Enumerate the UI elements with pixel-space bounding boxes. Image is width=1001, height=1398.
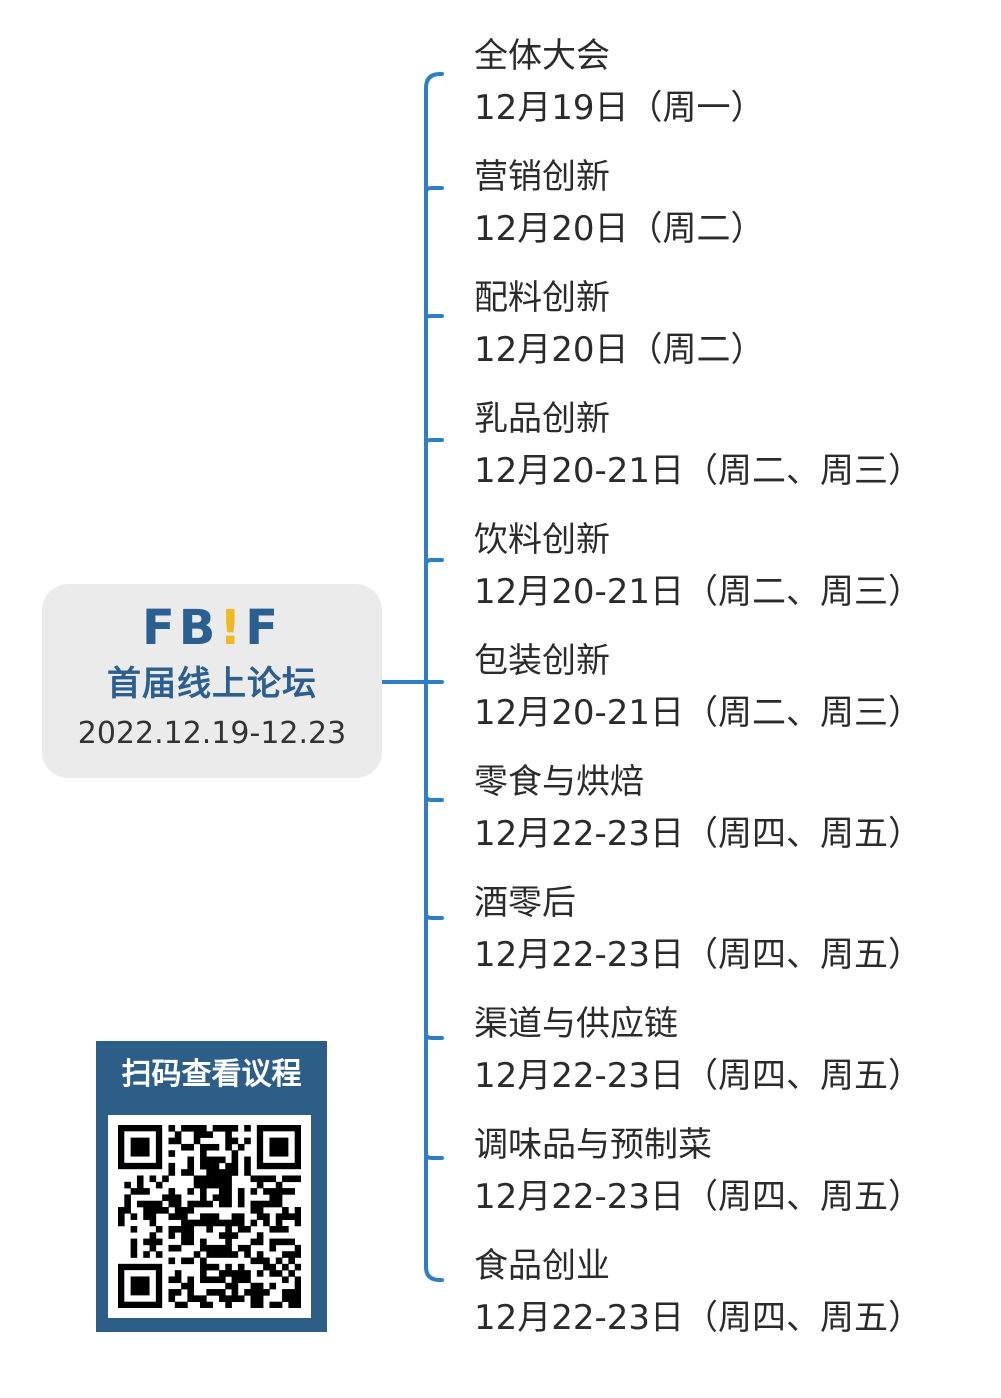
branch-hook-4	[424, 438, 444, 444]
branch-channels-supply: 渠道与供应链 12月22-23日（周四、周五）	[474, 1004, 994, 1096]
branch-name: 全体大会	[474, 36, 610, 76]
branch-date: 12月22-23日（周四、周五）	[474, 935, 923, 975]
root-title: 首届线上论坛	[107, 664, 317, 704]
branch-date: 12月22-23日（周四、周五）	[474, 814, 923, 854]
branch-name: 零食与烘焙	[474, 762, 644, 802]
root-date: 2022.12.19-12.23	[77, 716, 347, 751]
branch-hook-2	[424, 186, 444, 194]
branch-name: 食品创业	[474, 1246, 610, 1286]
branch-date: 12月22-23日（周四、周五）	[474, 1298, 923, 1338]
fbif-logo: FB!F	[141, 600, 283, 656]
branch-name: 渠道与供应链	[474, 1004, 678, 1044]
branch-name: 酒零后	[474, 883, 576, 923]
branch-date: 12月20-21日（周二、周三）	[474, 572, 923, 612]
branch-marketing: 营销创新 12月20日（周二）	[474, 157, 994, 249]
branch-date: 12月20-21日（周二、周三）	[474, 693, 923, 733]
branch-hook-3	[424, 314, 444, 320]
branch-date: 12月22-23日（周四、周五）	[474, 1056, 923, 1096]
branch-date: 12月20日（周二）	[474, 330, 765, 370]
qr-card[interactable]: 扫码查看议程	[96, 1041, 327, 1332]
branch-hook-5	[424, 558, 444, 566]
branch-name: 乳品创新	[474, 399, 610, 439]
branch-date: 12月20-21日（周二、周三）	[474, 451, 923, 491]
branch-ingredients: 配料创新 12月20日（周二）	[474, 278, 994, 370]
branch-date: 12月22-23日（周四、周五）	[474, 1177, 923, 1217]
branch-packaging: 包装创新 12月20-21日（周二、周三）	[474, 641, 994, 733]
branch-name: 营销创新	[474, 157, 610, 197]
branch-name: 饮料创新	[474, 520, 610, 560]
branch-name: 包装创新	[474, 641, 610, 681]
branch-snacks-bakery: 零食与烘焙 12月22-23日（周四、周五）	[474, 762, 994, 854]
branch-hook-10	[424, 1152, 444, 1160]
branch-condiments: 调味品与预制菜 12月22-23日（周四、周五）	[474, 1125, 994, 1217]
branch-name: 调味品与预制菜	[474, 1125, 712, 1165]
branch-hook-11	[424, 1265, 444, 1282]
branch-date: 12月19日（周一）	[474, 88, 765, 128]
branch-name: 配料创新	[474, 278, 610, 318]
branch-alcohol: 酒零后 12月22-23日（周四、周五）	[474, 883, 994, 975]
qr-code-graphic	[118, 1125, 301, 1308]
branch-hook-9	[424, 1032, 444, 1040]
qr-caption: 扫码查看议程	[121, 1057, 302, 1092]
root-node: FB!F 首届线上论坛 2022.12.19-12.23	[42, 584, 382, 778]
branch-hook-8	[424, 912, 444, 920]
branch-beverage: 饮料创新 12月20-21日（周二、周三）	[474, 520, 994, 612]
branch-plenary: 全体大会 12月19日（周一）	[474, 36, 994, 128]
branch-date: 12月20日（周二）	[474, 209, 765, 249]
qr-code-icon[interactable]	[108, 1115, 311, 1318]
branch-hook-7	[424, 794, 444, 802]
branch-dairy: 乳品创新 12月20-21日（周二、周三）	[474, 399, 994, 491]
branch-hook-1	[424, 72, 444, 90]
branch-startup: 食品创业 12月22-23日（周四、周五）	[474, 1246, 994, 1338]
